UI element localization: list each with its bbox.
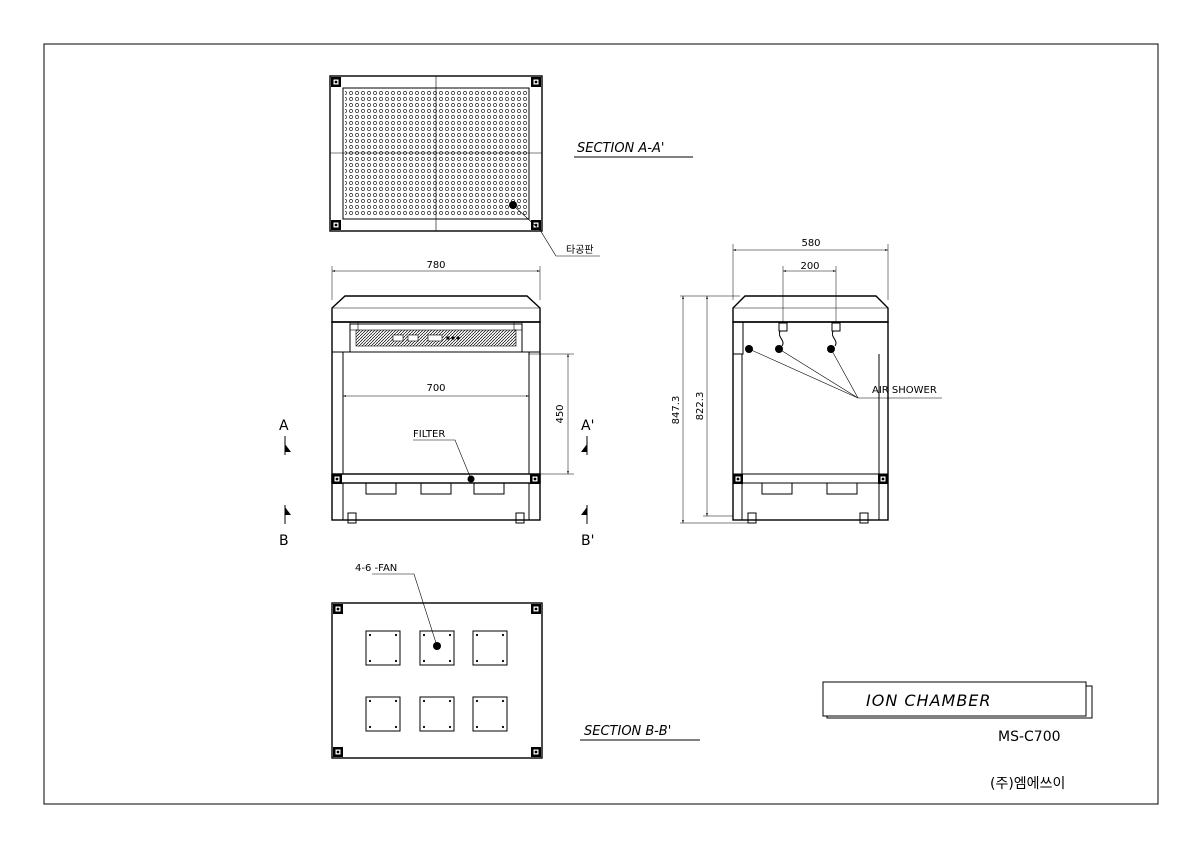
- model-number: MS-C700: [998, 729, 1061, 745]
- section-mark-a-prime: A': [581, 418, 594, 434]
- side-view: [680, 244, 942, 524]
- front-view: [331, 266, 574, 524]
- section-cut-marks: [284, 436, 588, 524]
- section-a-view: [329, 75, 600, 257]
- air-shower-label: AIR SHOWER: [872, 385, 937, 396]
- section-b-view: [331, 573, 543, 759]
- section-a-label: SECTION A-A': [577, 141, 664, 156]
- dim-inner-height: 450: [555, 404, 566, 423]
- drawing-title: ION CHAMBER: [866, 691, 992, 710]
- section-b-label: SECTION B-B': [584, 724, 671, 739]
- section-mark-b: B: [279, 533, 289, 549]
- company-name: (주)엠에쓰이: [990, 776, 1065, 792]
- section-mark-b-prime: B': [581, 533, 594, 549]
- dim-side-width: 580: [801, 238, 820, 249]
- filter-label: FILTER: [413, 429, 445, 440]
- perforated-plate-label: 타공판: [566, 244, 594, 256]
- dim-body-height: 822.3: [695, 392, 706, 421]
- fan-label: 4-6 -FAN: [355, 563, 397, 574]
- dim-shower-spacing: 200: [800, 261, 819, 272]
- dim-total-height: 847.3: [671, 396, 682, 425]
- sheet-border: [43, 43, 1159, 805]
- dim-front-width: 780: [426, 260, 445, 271]
- title-block: [822, 681, 1093, 719]
- dim-inner-width: 700: [426, 383, 445, 394]
- section-mark-a: A: [279, 418, 289, 434]
